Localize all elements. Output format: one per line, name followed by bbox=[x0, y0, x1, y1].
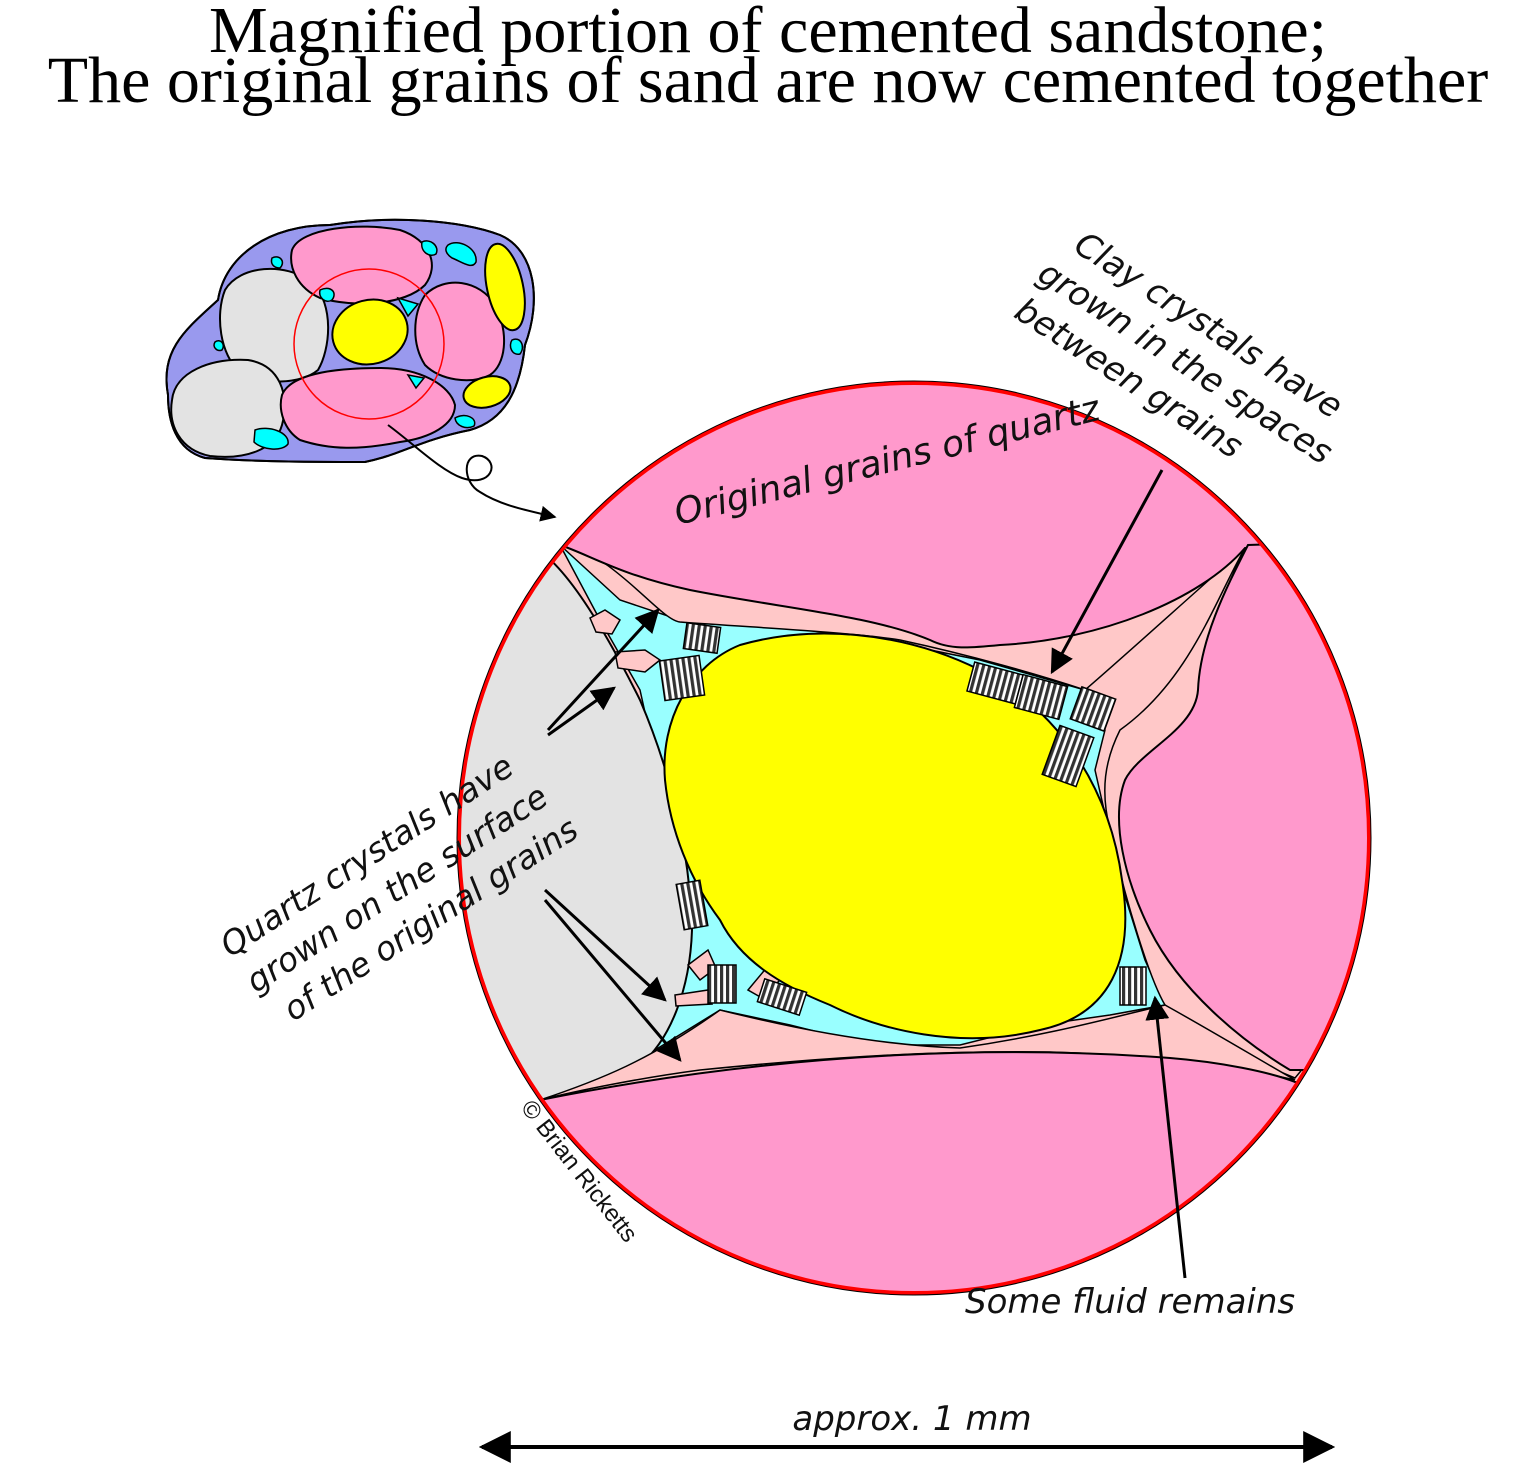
small-pore bbox=[406, 373, 426, 390]
quartz-overgrowth-bottom bbox=[539, 1004, 1296, 1101]
small-pore bbox=[270, 256, 284, 269]
small-yellow-grain-bottom-right bbox=[462, 375, 512, 409]
small-pink-grain-right bbox=[414, 281, 506, 382]
small-pink-grain-top bbox=[290, 225, 433, 305]
small-pore bbox=[396, 296, 420, 318]
label-fluid: Some fluid remains bbox=[965, 1282, 1295, 1322]
small-pore bbox=[454, 414, 476, 429]
arrow-quartz-4 bbox=[543, 899, 682, 1062]
title-line-1: Magnified portion of cemented sandstone; bbox=[208, 0, 1328, 67]
arrow-clay bbox=[1050, 469, 1164, 675]
small-grey-grain-upper bbox=[219, 267, 330, 383]
quartz-crystal-small bbox=[614, 649, 662, 673]
small-pore bbox=[318, 287, 335, 302]
scale-label: approx. 1 mm bbox=[792, 1399, 1031, 1439]
clay-crystals bbox=[658, 621, 1147, 1017]
magnified-area-circle bbox=[293, 268, 445, 420]
arrow-quartz-2 bbox=[547, 686, 616, 737]
small-pore bbox=[213, 339, 225, 352]
arrow-quartz-3 bbox=[543, 888, 667, 1002]
small-pore bbox=[421, 240, 438, 256]
arrow-quartz-1 bbox=[546, 608, 660, 732]
quartz-crystal-small bbox=[674, 989, 713, 1007]
small-pore bbox=[509, 338, 524, 355]
title-line-2: The original grains of sand are now ceme… bbox=[47, 44, 1489, 117]
small-pink-grain-bottom bbox=[279, 366, 457, 449]
quartz-crystal-small bbox=[589, 609, 621, 635]
arrow-fluid bbox=[1145, 995, 1187, 1279]
pink-quartz-grain-right bbox=[1118, 538, 1369, 1071]
small-pore bbox=[253, 427, 289, 450]
magnification-arrow bbox=[387, 424, 557, 522]
magnified-circle-outline bbox=[457, 381, 1371, 1295]
small-yellow-grain-centre bbox=[331, 298, 409, 366]
scale-bar: approx. 1 mm bbox=[478, 1399, 1336, 1463]
pointer-arrows bbox=[543, 469, 1187, 1279]
small-pore bbox=[445, 241, 477, 267]
magnified-view bbox=[456, 380, 1372, 1296]
sandstone-sample-small bbox=[165, 218, 535, 464]
small-yellow-grain-right bbox=[484, 242, 526, 332]
